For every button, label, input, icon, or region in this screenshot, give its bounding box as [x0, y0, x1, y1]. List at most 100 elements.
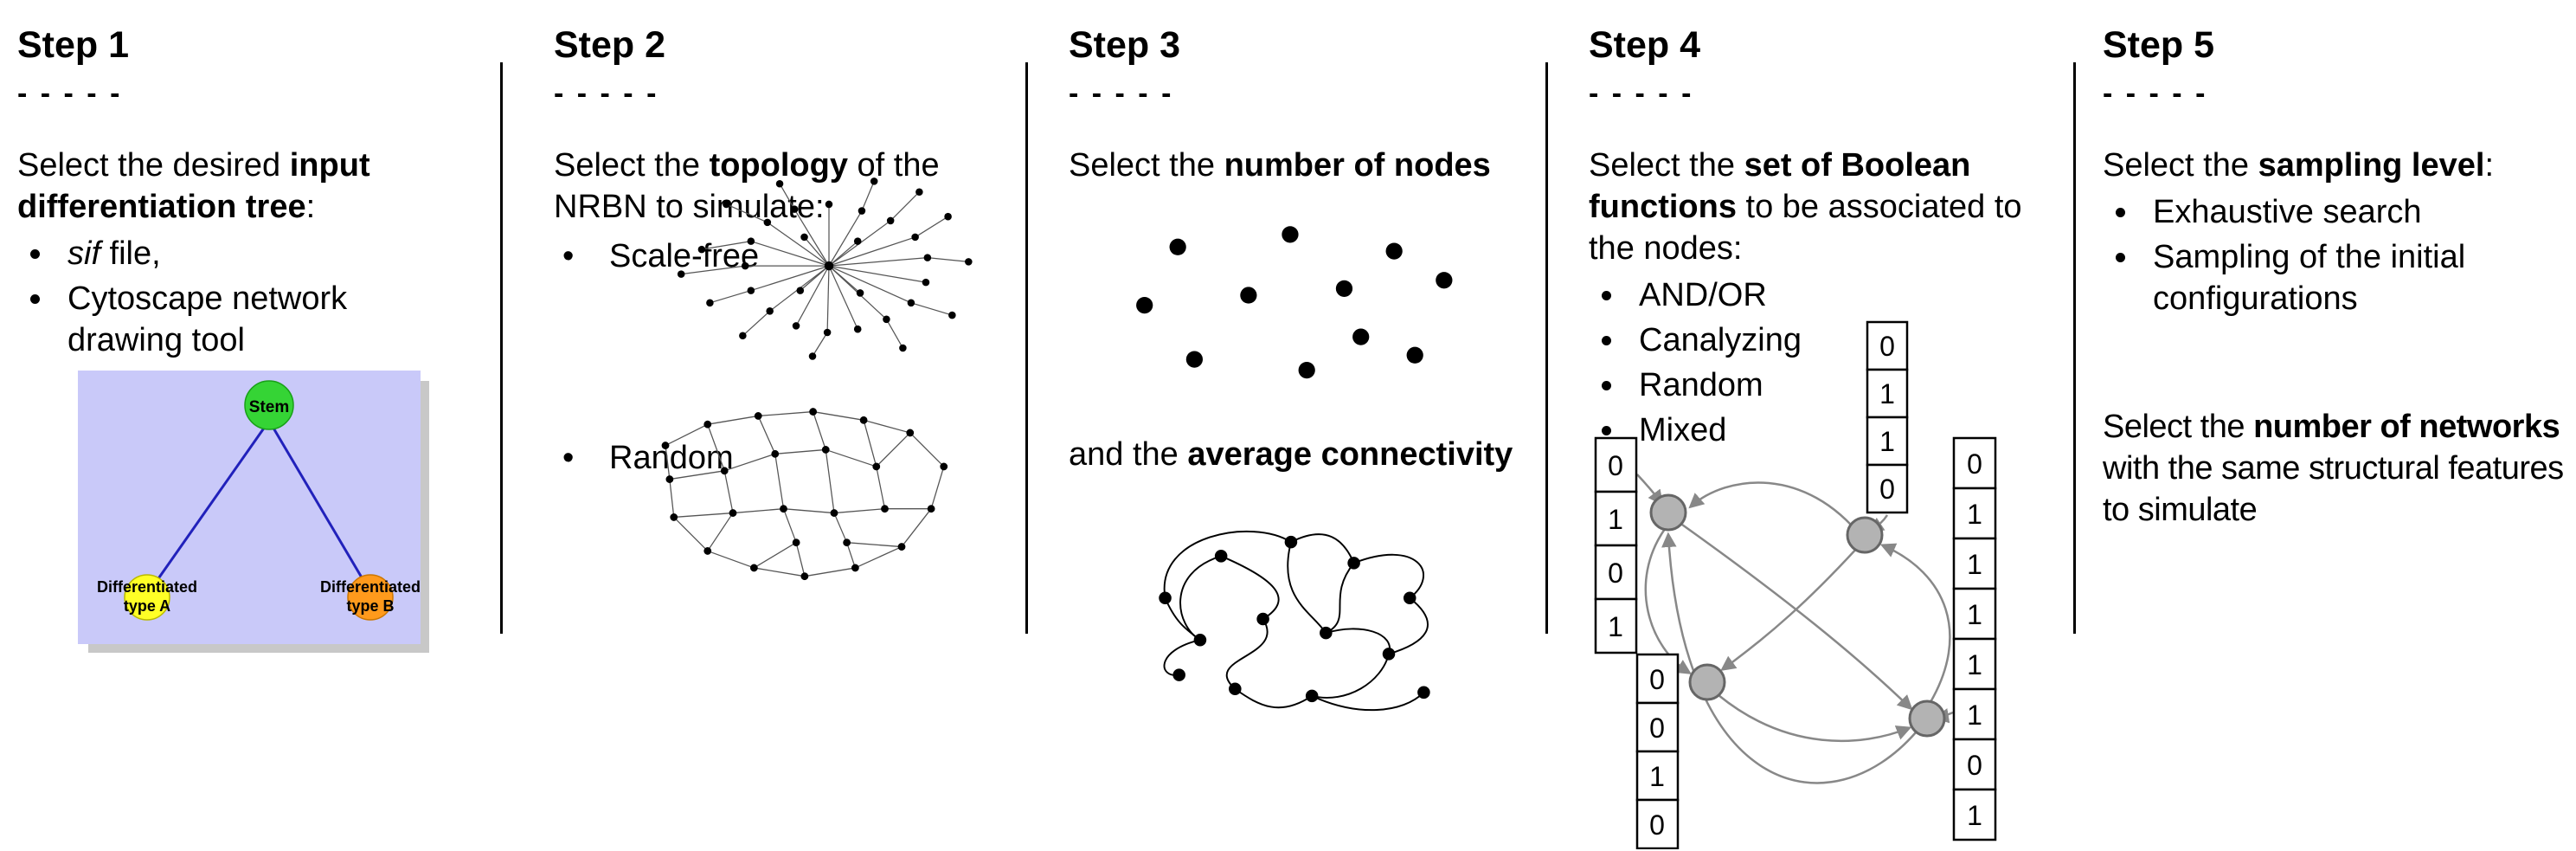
divider-1	[500, 62, 503, 634]
step5-networks-paragraph: Select the number of networks with the s…	[2103, 407, 2574, 532]
step5-intro-pre: Select the	[2103, 147, 2258, 184]
svg-text:1: 1	[1967, 800, 1982, 831]
step3-dashes: - - - - -	[1069, 77, 1174, 111]
step5-networks-pre: Select the	[2103, 408, 2254, 445]
step3-line2: and the average connectivity	[1069, 435, 1553, 476]
step5-networks-bold: number of networks	[2253, 408, 2560, 445]
type-b-label-line1: Differentiated	[320, 578, 421, 596]
svg-text:1: 1	[1967, 649, 1982, 680]
truth-table-right-values: 0 1 1 1 1 1 0 1	[1967, 448, 1982, 831]
step2-dashes: - - - - -	[554, 77, 659, 111]
step3-line1-bold: number of nodes	[1224, 147, 1491, 184]
step1-column: Step 1 - - - - - Select the desired inpu…	[17, 24, 467, 653]
step1-dashes: - - - - -	[17, 77, 123, 111]
step3-line2-bold: average connectivity	[1187, 436, 1513, 474]
step5-intro: Select the sampling level:	[2103, 145, 2574, 187]
svg-text:0: 0	[1649, 664, 1665, 695]
step1-title: Step 1	[17, 24, 130, 66]
divider-2	[1025, 62, 1028, 634]
type-a-label-line2: type A	[124, 597, 170, 615]
svg-text:1: 1	[1967, 599, 1982, 630]
svg-text:1: 1	[1608, 611, 1623, 642]
truth-table-left-values: 0 1 0 1	[1608, 450, 1623, 642]
step5-column: Step 5 - - - - - Select the sampling lev…	[2103, 24, 2574, 532]
divider-4	[2073, 62, 2076, 634]
step5-networks-post: with the same structural features to sim…	[2103, 449, 2564, 528]
type-a-label-line1: Differentiated	[97, 578, 197, 596]
step5-bullet-exhaustive: Exhaustive search	[2141, 192, 2574, 234]
svg-text:1: 1	[1879, 426, 1895, 457]
step4-title: Step 4	[1589, 24, 1701, 66]
tree-edges	[147, 420, 372, 593]
boolean-network-nodes	[1649, 493, 1946, 738]
step3-line1: Select the number of nodes	[1069, 145, 1553, 187]
step2-intro-bold: topology	[709, 147, 848, 184]
step2-intro: Select the topology of the NRBN to simul…	[554, 145, 1025, 229]
step4-intro-post: to be associated to the nodes:	[1589, 189, 2022, 268]
step5-title: Step 5	[2103, 24, 2215, 66]
step1-intro-post: :	[305, 189, 316, 226]
step4-intro-bold: set of Boolean functions	[1589, 147, 1971, 226]
step2-intro-post: of the NRBN to simulate:	[554, 147, 940, 226]
step4-intro-pre: Select the	[1589, 147, 1744, 184]
truth-table-right	[1952, 436, 1997, 841]
differentiation-tree-graphic: Stem Differentiated type A Differentiate…	[78, 371, 429, 653]
step4-bullet-random: Random	[1627, 365, 2073, 407]
svg-text:0: 0	[1649, 712, 1665, 744]
step1-intro-pre: Select the desired	[17, 147, 290, 184]
step4-bullet-list: AND/OR Canalyzing Random Mixed	[1589, 275, 2073, 452]
stem-label: Stem	[249, 398, 289, 416]
random-nodes	[661, 408, 948, 581]
svg-text:0: 0	[1608, 450, 1623, 481]
svg-text:0: 0	[1608, 558, 1623, 589]
step3-column: Step 3 - - - - - Select the number of no…	[1069, 24, 1553, 745]
svg-text:1: 1	[1967, 699, 1982, 731]
boolean-network-graphic: 0 1 1 0 0 1 0 1 0 0 1	[1594, 320, 1997, 849]
step1-bullet-cytoscape: Cytoscape network drawing tool	[55, 279, 467, 362]
step3-line2-pre: and the	[1069, 436, 1188, 474]
scattered-dots	[1136, 226, 1453, 379]
step3-line1-pre: Select the	[1069, 147, 1224, 184]
step5-bullet-sampling: Sampling of the initial configurations	[2141, 237, 2574, 320]
sif-file-rest: file,	[100, 235, 161, 273]
step5-dashes: - - - - -	[2103, 77, 2208, 111]
step2-bullet-random: Random	[562, 438, 734, 480]
connectivity-tangle-graphic	[1159, 531, 1430, 712]
truth-table-bottom-left-values: 0 0 1 0	[1649, 664, 1665, 841]
truth-table-left	[1594, 436, 1638, 654]
step3-title: Step 3	[1069, 24, 1181, 66]
svg-text:1: 1	[1967, 499, 1982, 530]
differentiated-type-b-node	[347, 574, 394, 621]
step4-bullet-and-or: AND/OR	[1627, 275, 2073, 317]
step4-bullet-mixed: Mixed	[1627, 410, 2073, 452]
random-edges	[665, 410, 945, 577]
step2-intro-pre: Select the	[554, 147, 710, 184]
svg-text:1: 1	[1649, 761, 1665, 792]
differentiated-type-a-node	[124, 574, 170, 621]
step1-intro: Select the desired input differentiation…	[17, 145, 467, 229]
step4-dashes: - - - - -	[1589, 77, 1694, 111]
truth-table-bottom-left	[1635, 653, 1680, 849]
scale-free-network-graphic	[677, 177, 973, 360]
scattered-nodes-graphic	[1136, 226, 1453, 379]
svg-text:1: 1	[1967, 549, 1982, 580]
stem-node	[244, 380, 294, 430]
step5-intro-post: :	[2484, 147, 2495, 184]
divider-3	[1545, 62, 1548, 634]
tangle-edges	[1163, 531, 1429, 712]
step4-bullet-canalyzing: Canalyzing	[1627, 320, 2073, 362]
step5-intro-bold: sampling level	[2258, 147, 2485, 184]
svg-text:0: 0	[1879, 474, 1895, 505]
step2-title: Step 2	[554, 24, 666, 66]
step1-intro-bold: input differentiation tree	[17, 147, 370, 226]
step1-bullet-list: sif file, Cytoscape network drawing tool	[17, 234, 467, 362]
tangle-dots	[1159, 536, 1430, 703]
step4-intro: Select the set of Boolean functions to b…	[1589, 145, 2073, 270]
svg-text:0: 0	[1879, 331, 1895, 362]
step2-column: Step 2 - - - - - Select the topology of …	[554, 24, 1025, 829]
sif-word: sif	[67, 235, 100, 273]
svg-text:0: 0	[1967, 750, 1982, 781]
truth-table-top	[1866, 320, 1909, 514]
svg-text:0: 0	[1967, 448, 1982, 480]
